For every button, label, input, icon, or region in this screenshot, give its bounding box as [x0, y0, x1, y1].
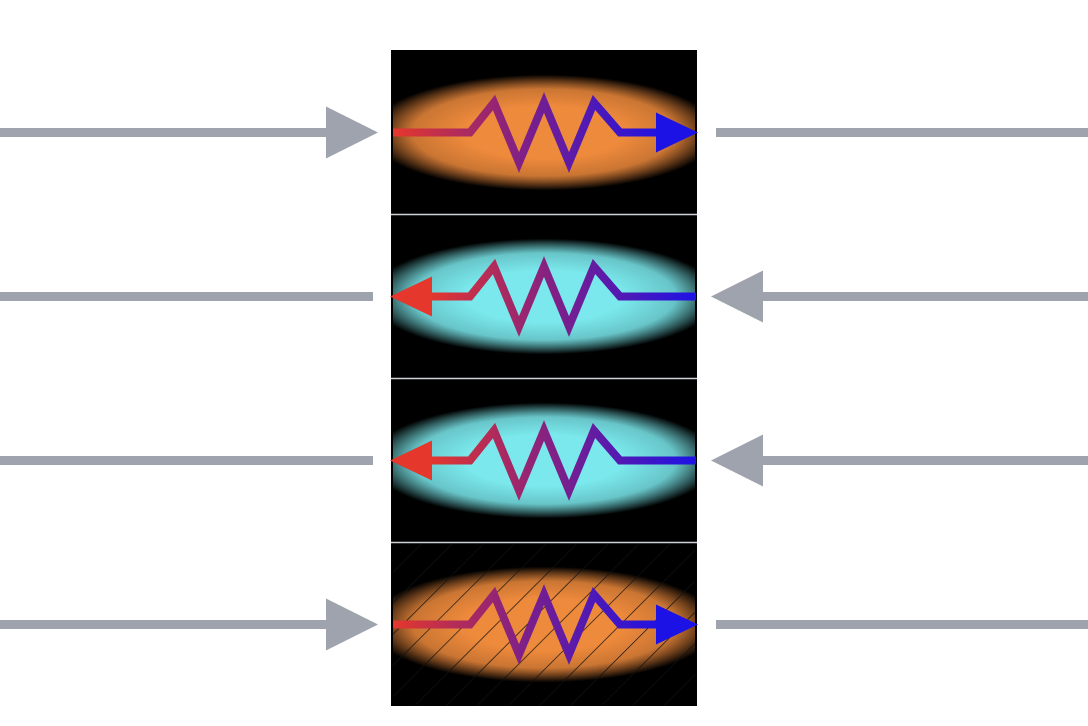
resistor-heat-arrows [390, 92, 698, 665]
resistor-zigzag [393, 92, 664, 173]
resistor-segment-4 [393, 584, 698, 665]
heat-arrowhead-left [390, 440, 432, 481]
gray-flow-arrows [0, 106, 1088, 651]
resistor-zigzag [428, 256, 696, 337]
incoming-flow-arrowhead [711, 434, 763, 487]
heat-arrowhead-right [656, 112, 698, 153]
flow-segment-4 [0, 598, 1088, 651]
resistor-zigzag [393, 584, 664, 665]
heat-arrowhead-left [390, 276, 432, 317]
resistor-segment-3 [390, 420, 696, 501]
heat-arrowhead-right [656, 604, 698, 645]
incoming-flow-arrowhead [326, 106, 378, 159]
flow-segment-1 [0, 106, 1088, 159]
flow-segment-2 [0, 270, 1088, 323]
incoming-flow-arrowhead [326, 598, 378, 651]
resistor-zigzag [428, 420, 696, 501]
resistor-segment-1 [393, 92, 698, 173]
incoming-flow-arrowhead [711, 270, 763, 323]
flow-segment-3 [0, 434, 1088, 487]
resistor-segment-2 [390, 256, 696, 337]
stacked-blocks [391, 50, 697, 706]
